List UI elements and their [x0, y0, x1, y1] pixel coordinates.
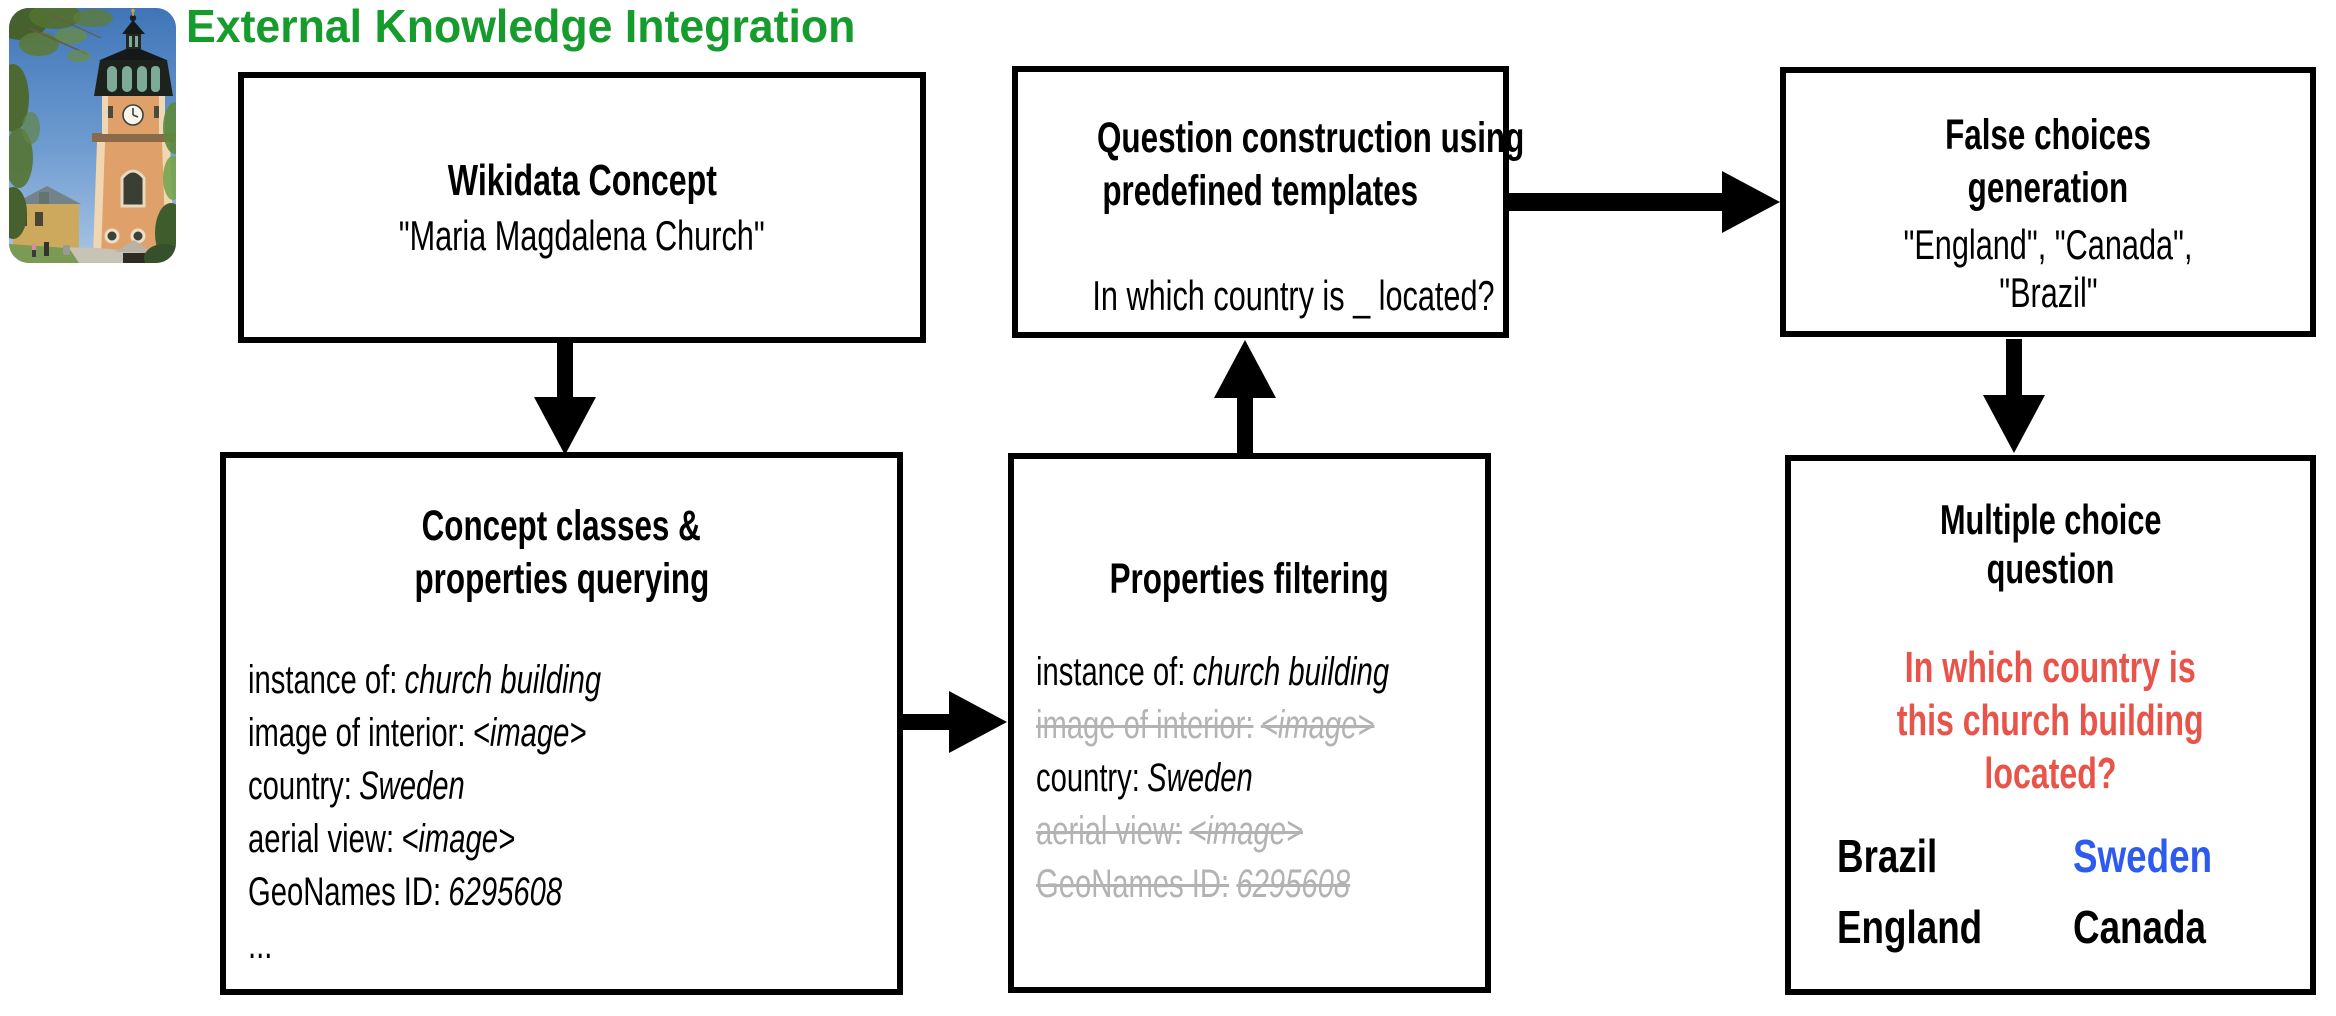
arrow-stem: [899, 714, 951, 730]
arrow-stem: [1506, 193, 1724, 211]
property-row: image of interior:<image>: [248, 711, 587, 755]
question-construction-title-line1: Question construction using: [1097, 114, 1525, 162]
wikidata-concept-name: "Maria Magdalena Church": [398, 211, 766, 259]
arrow-stem: [1237, 396, 1253, 456]
property-row: country:Sweden: [248, 764, 465, 808]
multiple-choice-box: Multiple choice question In which countr…: [1785, 455, 2316, 995]
question-construction-box: Question construction using predefined t…: [1012, 66, 1525, 338]
false-choices-box: False choices generation "England", "Can…: [1780, 67, 2316, 337]
false-choices-title-line1: False choices: [1945, 111, 2151, 159]
false-choices-title-line2: generation: [1967, 164, 2129, 212]
filtered-property-list: instance of:church building image of int…: [1014, 646, 1485, 911]
property-row: GeoNames ID:6295608: [248, 870, 563, 914]
spacer: [1791, 593, 2310, 641]
property-row-filtered: image of interior:<image>: [1036, 703, 1375, 747]
choice-canada: Canada: [2073, 901, 2206, 953]
arrow-stem: [557, 341, 573, 401]
mcq-title-line2: question: [1986, 545, 2115, 592]
wikidata-box-title: Wikidata Concept: [447, 155, 717, 205]
false-choices-values-line2: "Brazil": [1998, 269, 2098, 316]
ellipsis-row: ...: [248, 923, 273, 967]
figure-title: External Knowledge Integration: [186, 0, 856, 52]
properties-filtering-title: Properties filtering: [1109, 555, 1390, 603]
spacer: [1791, 800, 2310, 814]
arrow-head-down-icon: [1983, 395, 2045, 453]
property-row: instance of:church building: [248, 658, 602, 702]
mcq-question: In which country is this church building…: [1897, 643, 2204, 798]
question-construction-title-line2: predefined templates: [1102, 167, 1419, 215]
property-row-filtered: aerial view:<image>: [1036, 809, 1303, 853]
spacer: [1018, 218, 1503, 270]
church-photo: [9, 8, 176, 263]
properties-querying-title: Concept classes & properties querying: [414, 502, 709, 603]
properties-querying-box: Concept classes & properties querying in…: [220, 452, 903, 995]
church-photo-art: [9, 8, 176, 263]
arrow-head-up-icon: [1214, 340, 1276, 398]
choice-brazil: Brazil: [1837, 830, 1938, 882]
arrow-head-right-icon: [1722, 171, 1780, 233]
wikidata-concept-box: Wikidata Concept "Maria Magdalena Church…: [238, 72, 926, 343]
property-row: country:Sweden: [1036, 756, 1253, 800]
arrow-stem: [2006, 339, 2022, 399]
property-row-filtered: GeoNames ID:6295608: [1036, 862, 1351, 906]
choice-england: England: [1837, 901, 1983, 953]
property-row: instance of:church building: [1036, 650, 1390, 694]
mcq-choices: Brazil Sweden England Canada: [1791, 828, 2310, 955]
properties-filtering-box: Properties filtering instance of:church …: [1008, 453, 1491, 993]
choice-sweden-correct: Sweden: [2073, 830, 2213, 882]
question-template: In which country is _ located?: [1092, 272, 1495, 319]
arrow-head-right-icon: [949, 691, 1007, 753]
arrow-head-down-icon: [534, 397, 596, 455]
property-row: aerial view:<image>: [248, 817, 515, 861]
property-list: instance of:church building image of int…: [226, 654, 897, 972]
false-choices-values-line1: "England", "Canada",: [1903, 221, 2193, 268]
mcq-title-line1: Multiple choice: [1939, 496, 2162, 543]
